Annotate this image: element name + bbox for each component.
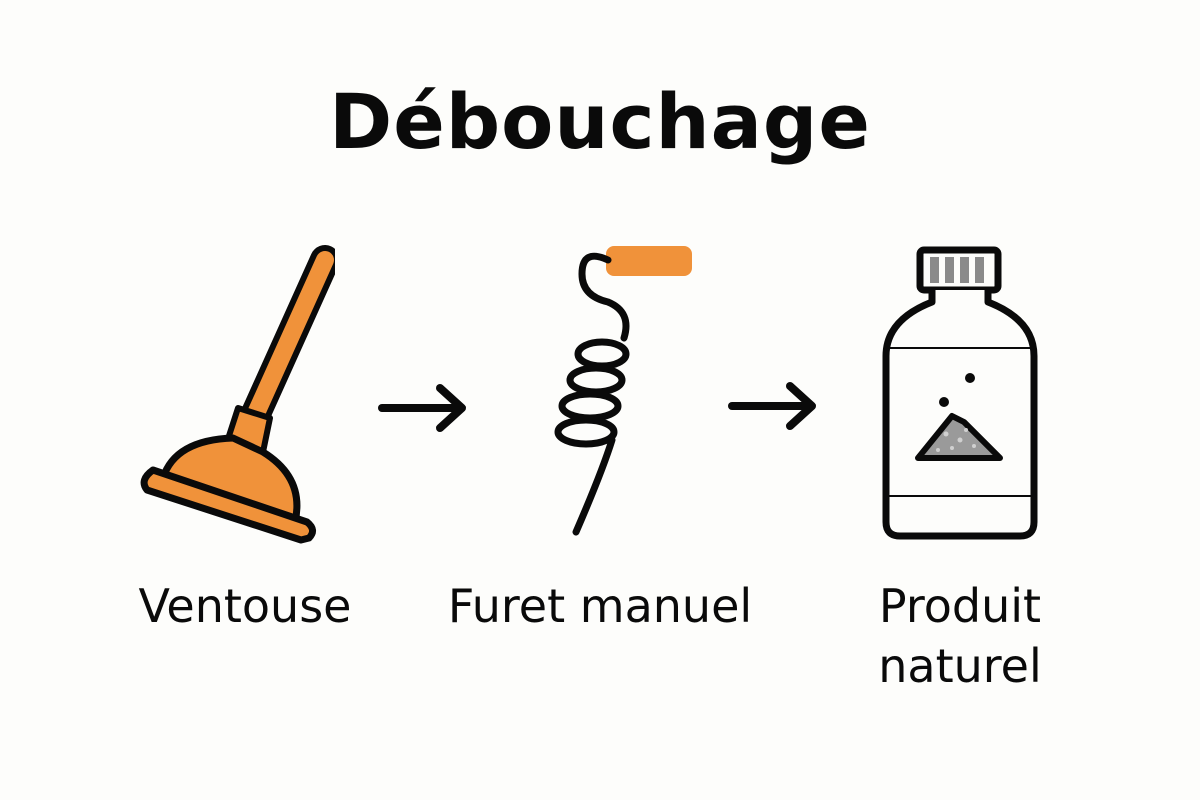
arrow-right-icon (378, 384, 466, 432)
powder-particle (965, 373, 975, 383)
snake-tail (572, 436, 616, 536)
diagram-title: Débouchage (329, 77, 871, 166)
drain-snake-icon (554, 246, 692, 536)
step-label-produit-naturel: Produit naturel (878, 579, 1042, 693)
plunger-rim (140, 466, 316, 544)
powder-particle (939, 397, 949, 407)
bottle-body (882, 290, 1038, 540)
plunger-handle-fill (244, 251, 334, 429)
powder-pile (915, 413, 1003, 461)
bottle-icon (882, 246, 1038, 540)
arrow-right-icon (728, 382, 816, 430)
snake-coils (554, 338, 630, 448)
step-label-furet-manuel: Furet manuel (447, 579, 753, 633)
snake-handle (606, 246, 692, 276)
step-label-ventouse: Ventouse (138, 579, 352, 633)
snake-wire (578, 252, 630, 342)
powder-texture (936, 428, 976, 452)
plunger-icon (140, 245, 335, 544)
bottle-cap-ridges (930, 257, 984, 283)
